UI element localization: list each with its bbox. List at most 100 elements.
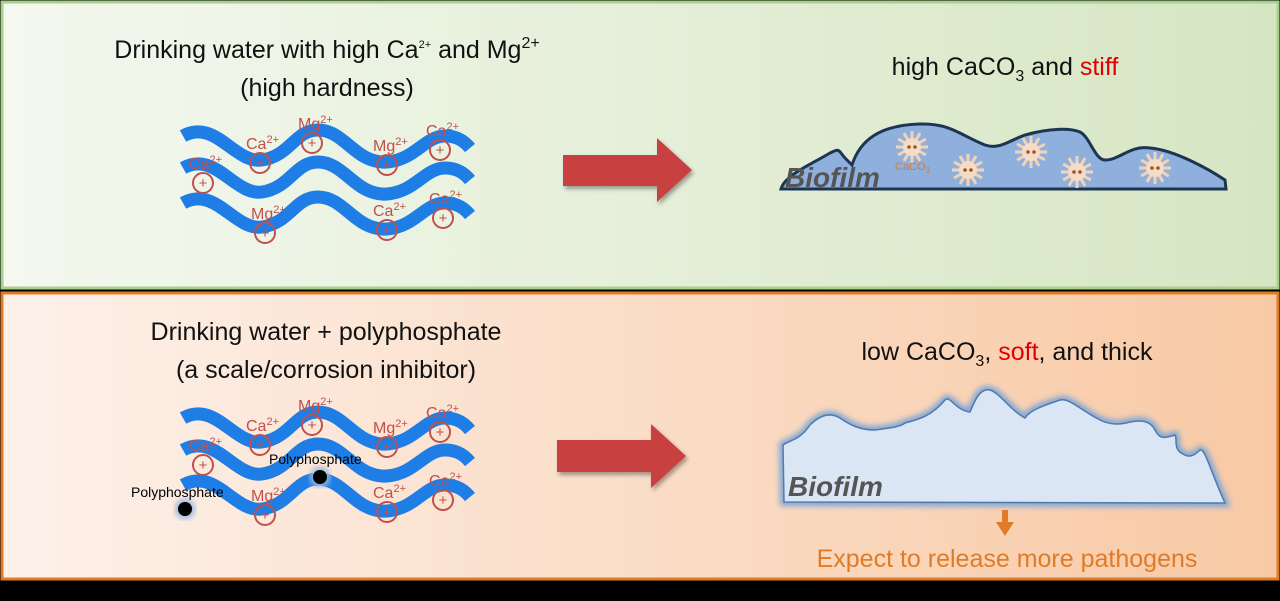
ion-ca: + Ca2+ <box>429 471 462 511</box>
ion-ca: + Ca2+ <box>373 201 406 241</box>
ion-mg: + Mg2+ <box>251 486 286 526</box>
biofilm-label: Biofilm <box>785 162 880 193</box>
plus-sign: + <box>439 210 448 227</box>
ion-label: Ca2+ <box>246 134 279 153</box>
positive-charge-icon <box>376 436 398 458</box>
plus-sign: + <box>261 507 270 524</box>
ion-ca: + Ca2+ <box>246 416 279 456</box>
ion-label: Ca2+ <box>373 483 406 502</box>
positive-charge-icon <box>376 219 398 241</box>
positive-charge-icon <box>192 454 214 476</box>
ion-label: Ca2+ <box>246 416 279 435</box>
caco3-crystal-icon <box>896 131 928 163</box>
polyphosphate-dot <box>313 470 327 484</box>
positive-charge-icon <box>249 152 271 174</box>
plus-sign: + <box>199 175 208 192</box>
ion-mg: + Mg2+ <box>373 418 408 458</box>
ion-label: Mg2+ <box>298 396 333 415</box>
plus-sign: + <box>436 424 445 441</box>
polyphosphate-label: Polyphosphate <box>269 451 362 467</box>
plus-sign: + <box>436 142 445 159</box>
water-wave <box>179 405 475 451</box>
plus-sign: + <box>199 457 208 474</box>
ion-label: Mg2+ <box>298 114 333 133</box>
plus-sign: + <box>308 135 317 152</box>
ion-label: Ca2+ <box>426 121 459 140</box>
positive-charge-icon <box>254 504 276 526</box>
ion-ca: + Ca2+ <box>426 121 459 161</box>
plus-sign: + <box>439 492 448 509</box>
ion-ca: + Ca2+ <box>373 483 406 523</box>
positive-charge-icon <box>192 172 214 194</box>
positive-charge-icon <box>432 489 454 511</box>
water-wave <box>179 155 475 201</box>
ion-mg: + Mg2+ <box>298 114 333 154</box>
bottom-title-line2: (a scale/corrosion inhibitor) <box>176 356 476 384</box>
positive-charge-icon <box>376 501 398 523</box>
ion-ca: + Ca2+ <box>429 189 462 229</box>
positive-charge-icon <box>249 434 271 456</box>
caco3-crystal-icon <box>1139 152 1171 184</box>
water-molecules-hard: + Ca2+ + Ca2+ + Mg2+ + Mg2+ + Ca2+ + Mg2+ + Ca2+ + Ca2+ <box>179 114 475 244</box>
plus-sign: + <box>261 225 270 242</box>
caco3-crystals <box>896 131 1171 188</box>
ion-label: Mg2+ <box>251 204 286 223</box>
ion-label: Ca2+ <box>189 436 222 455</box>
ion-label: Ca2+ <box>189 154 222 173</box>
ion-mg: + Mg2+ <box>298 396 333 436</box>
ion-label: Ca2+ <box>429 189 462 208</box>
stiff-biofilm: Biofilm CaCO3 <box>779 122 1228 193</box>
down-arrow-icon <box>996 510 1014 536</box>
plus-sign: + <box>256 437 265 454</box>
plus-sign: + <box>308 417 317 434</box>
ion-ca: + Ca2+ <box>426 403 459 443</box>
bottom-result-text: low CaCO3, soft, and thick <box>862 338 1153 370</box>
soft-biofilm: Biofilm <box>778 385 1232 508</box>
ion-ca: + Ca2+ <box>189 436 222 476</box>
top-title-line1: Drinking water with high Ca2+ and Mg2+ <box>114 35 539 64</box>
top-panel: Drinking water with high Ca2+ and Mg2+ (… <box>0 0 1280 290</box>
bottom-title-line1: Drinking water + polyphosphate <box>151 318 502 346</box>
positive-charge-icon <box>254 222 276 244</box>
ion-label: Mg2+ <box>373 136 408 155</box>
ion-label: Mg2+ <box>373 418 408 437</box>
plus-sign: + <box>256 155 265 172</box>
positive-charge-icon <box>432 207 454 229</box>
positive-charge-icon <box>301 414 323 436</box>
positive-charge-icon <box>429 139 451 161</box>
plus-sign: + <box>383 222 392 239</box>
ion-label: Ca2+ <box>429 471 462 490</box>
water-wave <box>179 190 475 236</box>
ion-mg: + Mg2+ <box>251 204 286 244</box>
ion-mg: + Mg2+ <box>373 136 408 176</box>
water-molecules-polyphosphate: + Ca2+ + Ca2+ + Mg2+ + Mg2+ + Ca2+ + Mg2+ + Ca2+ + Ca2+ <box>179 396 475 526</box>
caco3-label: CaCO3 <box>895 161 931 175</box>
top-result-text: high CaCO3 and stiff <box>892 53 1119 85</box>
caco3-crystal-icon <box>1015 136 1047 168</box>
positive-charge-icon <box>301 132 323 154</box>
ion-label: Mg2+ <box>251 486 286 505</box>
biofilm-label: Biofilm <box>788 471 883 502</box>
water-wave <box>179 472 475 518</box>
polyphosphate-dot <box>178 502 192 516</box>
positive-charge-icon <box>429 421 451 443</box>
ion-ca: + Ca2+ <box>189 154 222 194</box>
top-title-line2: (high hardness) <box>240 74 414 102</box>
plus-sign: + <box>383 439 392 456</box>
caco3-crystal-icon <box>952 154 984 186</box>
bottom-panel: Drinking water + polyphosphate (a scale/… <box>0 291 1280 581</box>
polyphosphate-label: Polyphosphate <box>131 484 224 500</box>
footnote-text: Expect to release more pathogens <box>817 545 1198 573</box>
arrow-right <box>557 424 686 488</box>
water-wave <box>179 437 475 483</box>
arrow-right <box>563 138 692 202</box>
water-wave <box>179 123 475 169</box>
positive-charge-icon <box>376 154 398 176</box>
ion-ca: + Ca2+ <box>246 134 279 174</box>
plus-sign: + <box>383 504 392 521</box>
caco3-crystal-icon <box>1061 156 1093 188</box>
ion-label: Ca2+ <box>373 201 406 220</box>
plus-sign: + <box>383 157 392 174</box>
ion-label: Ca2+ <box>426 403 459 422</box>
